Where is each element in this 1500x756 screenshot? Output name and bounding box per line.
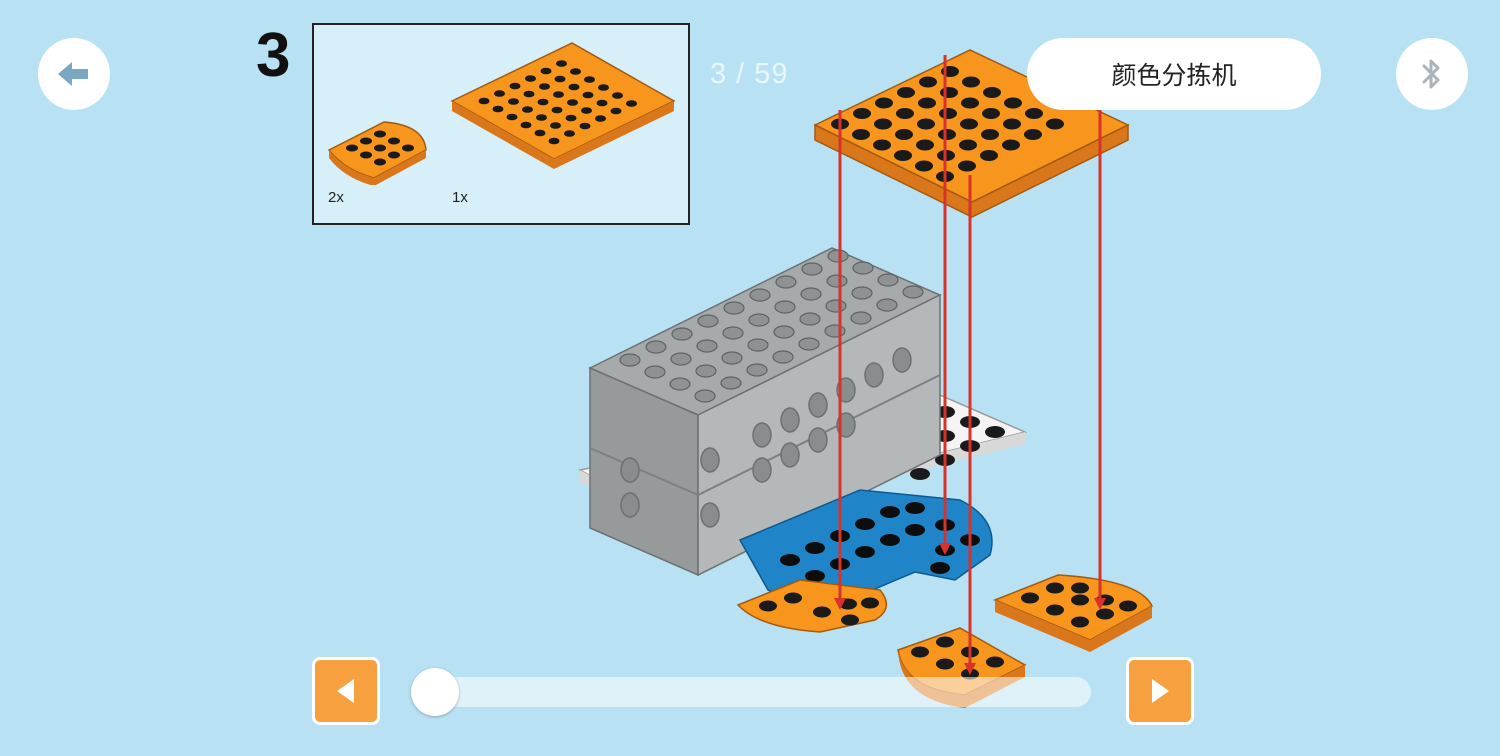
previous-step-button[interactable]: [312, 657, 380, 725]
grey-hub-brick-model: [588, 247, 942, 577]
corner-plate-right-model: [993, 574, 1153, 652]
square-plate-part-image: [450, 42, 676, 169]
step-slider-track[interactable]: [415, 677, 1091, 707]
caret-left-icon: [337, 679, 354, 703]
build-step-illustration: [577, 49, 1153, 708]
caret-right-icon: [1152, 679, 1169, 703]
step-slider-handle[interactable]: [411, 668, 459, 716]
assembly-guide-arrows: [834, 55, 1106, 675]
bluetooth-button[interactable]: [1396, 38, 1468, 110]
part-quantity: 2x: [328, 189, 344, 206]
part-quantity: 1x: [452, 189, 468, 206]
corner-plate-left-model: [736, 579, 888, 633]
model-title: 颜色分拣机: [1027, 38, 1321, 110]
back-arrow-icon: [58, 62, 88, 86]
corner-plate-part-image: [327, 121, 427, 185]
next-step-button[interactable]: [1126, 657, 1194, 725]
step-progress-counter: 3 / 59: [710, 58, 789, 90]
bluetooth-icon: [1422, 59, 1440, 89]
model-title-text: 颜色分拣机: [1111, 62, 1237, 90]
step-number: 3: [256, 21, 291, 90]
parts-panel: 2x 1x: [312, 23, 690, 225]
back-button[interactable]: [38, 38, 110, 110]
